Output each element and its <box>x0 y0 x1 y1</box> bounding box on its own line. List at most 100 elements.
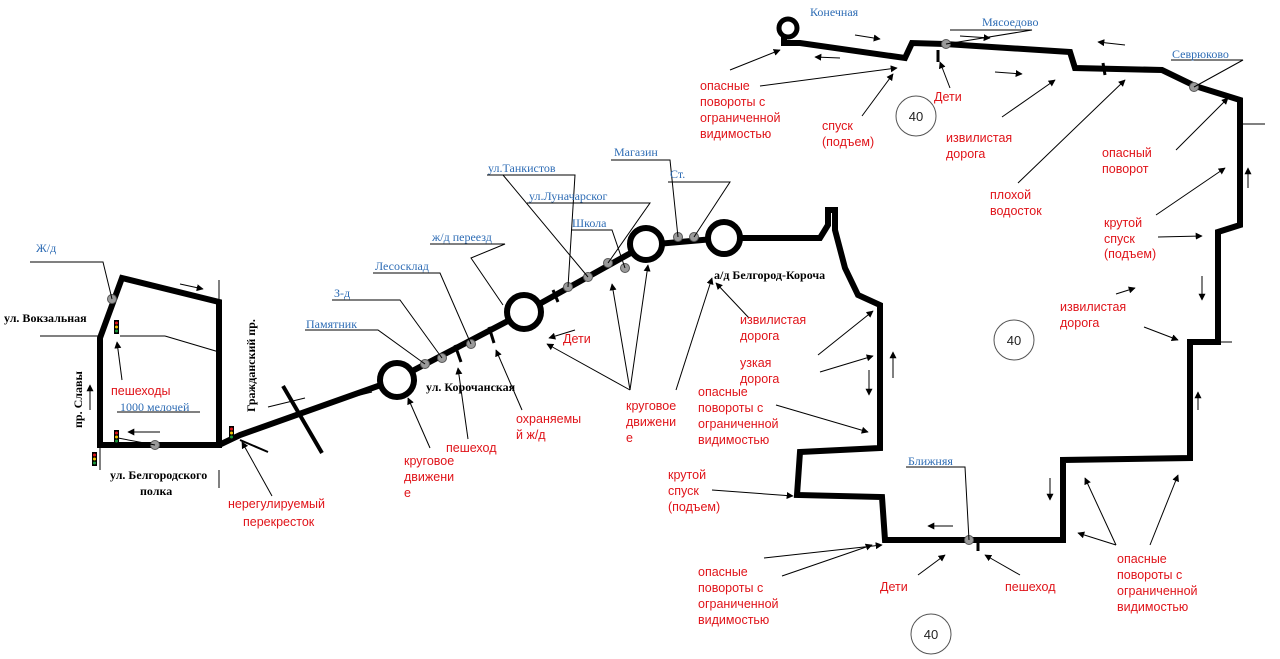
hazard-labels: пешеходы нерегулируемый перекресток круг… <box>111 79 1198 627</box>
stop-label-blizhnyaya: Ближняя <box>908 454 953 468</box>
hazard-dangerous-top-1: опасные <box>700 79 750 93</box>
roundabout-3 <box>627 225 665 263</box>
hazard-dangerous-br-4: видимостью <box>1117 600 1188 614</box>
stop-label-konechnaya: Конечная <box>810 5 859 19</box>
hazard-roundabout2-3: е <box>626 431 633 445</box>
hazard-children1: Дети <box>563 332 591 346</box>
hazard-steep1-1: крутой <box>668 468 706 482</box>
traffic-light-icon <box>114 430 119 444</box>
hazard-winding1-1: извилистая <box>740 313 806 327</box>
hazard-dangerous-bl-4: видимостью <box>698 613 769 627</box>
hazard-descent-top-1: спуск <box>822 119 853 133</box>
hazard-winding-top-1: извилистая <box>946 131 1012 145</box>
hazard-steep-right-1: крутой <box>1104 216 1142 230</box>
roundabout-2 <box>504 292 544 332</box>
traffic-light-icon <box>114 320 119 334</box>
speed-limit-signs: 40 40 40 <box>895 95 1035 655</box>
hazard-steep1-2: спуск <box>668 484 699 498</box>
roundabout-4 <box>705 219 743 257</box>
traffic-lights <box>92 320 234 466</box>
hazard-pointers <box>114 49 1229 577</box>
hazard-dangerous-bl-2: повороты с <box>698 581 763 595</box>
hazard-dangerous-bl-3: ограниченной <box>698 597 779 611</box>
stop-label-monument: Памятник <box>306 317 357 331</box>
hazard-dangerous-top-4: видимостью <box>700 127 771 141</box>
hazard-winding-right-2: дорога <box>1060 316 1099 330</box>
hazard-dangerous-top-2: повороты с <box>700 95 765 109</box>
hazard-dangerous1-2: повороты с <box>698 401 763 415</box>
hazard-dangerous-turn-2: поворот <box>1102 162 1149 176</box>
roundabout-1 <box>377 360 417 400</box>
stop-labels: Ж/д Памятник З-д Лесосклад ж/д переезд у… <box>36 5 1229 468</box>
svg-text:40: 40 <box>1007 333 1021 348</box>
stop-label-sevryukovo: Севрюково <box>1172 47 1229 61</box>
hazard-pedestrian-bottom: пешеход <box>1005 580 1056 594</box>
hazard-pedestrian1: пешеход <box>446 441 497 455</box>
hazard-roundabout1-3: е <box>404 486 411 500</box>
stop-label-myasoedovo: Мясоедово <box>982 15 1039 29</box>
svg-text:40: 40 <box>924 627 938 642</box>
hazard-roundabout2-1: круговое <box>626 399 676 413</box>
stop-label-lunacharskogo: ул.Луначарског <box>529 189 607 203</box>
hazard-dangerous-br-1: опасные <box>1117 552 1167 566</box>
roundabouts <box>377 16 800 400</box>
stop-label-lesosklad: Лесосклад <box>375 259 429 273</box>
stop-leaders <box>30 29 1244 541</box>
hazard-roundabout2-2: движени <box>626 415 676 429</box>
hazard-descent-top-2: (подъем) <box>822 135 874 149</box>
stop-label-st: Ст. <box>670 167 685 181</box>
stop-label-zd: З-д <box>334 286 350 300</box>
hazard-roundabout1-2: движени <box>404 470 454 484</box>
traffic-light-icon <box>92 452 97 466</box>
stop-label-tankistov: ул.Танкистов <box>488 161 556 175</box>
stop-dots <box>107 39 1199 545</box>
hazard-dangerous-turn-1: опасный <box>1102 146 1152 160</box>
rail-crossings <box>239 50 1107 551</box>
hazard-dangerous1-3: ограниченной <box>698 417 779 431</box>
direction-arrows <box>86 34 1252 530</box>
hazard-roundabout1-1: круговое <box>404 454 454 468</box>
street-slavy: пр. Славы <box>71 371 85 428</box>
street-korochanskaya: ул. Корочанская <box>426 380 516 394</box>
street-vokzalnaya: ул. Вокзальная <box>4 311 87 325</box>
highway-road <box>725 22 1243 543</box>
hazard-drainage-2: водосток <box>990 204 1042 218</box>
stop-label-crossing: ж/д переезд <box>431 230 492 244</box>
svg-text:40: 40 <box>909 109 923 124</box>
hazard-dangerous-br-2: повороты с <box>1117 568 1182 582</box>
hazard-unregulated-1: нерегулируемый <box>228 497 325 511</box>
hazard-children-top: Дети <box>934 90 962 104</box>
hazard-guarded-1: охраняемы <box>516 412 581 426</box>
street-labels: ул. Вокзальная пр. Славы Гражданский пр.… <box>4 268 825 498</box>
stop-label-shop: Магазин <box>614 145 658 159</box>
traffic-light-icon <box>229 426 234 440</box>
hazard-dangerous1-4: видимостью <box>698 433 769 447</box>
hazard-unregulated-2: перекресток <box>243 515 315 529</box>
hazard-winding1-2: дорога <box>740 329 779 343</box>
street-belgorodskogo-2: полка <box>140 484 172 498</box>
street-highway: а/д Белгород-Короча <box>714 268 825 282</box>
hazard-steep-right-2: спуск <box>1104 232 1135 246</box>
city-loop-road <box>97 274 222 448</box>
roads <box>40 22 1265 543</box>
hazard-steep-right-3: (подъем) <box>1104 247 1156 261</box>
hazard-narrow-2: дорога <box>740 372 779 386</box>
street-belgorodskogo-1: ул. Белгородского <box>110 468 207 482</box>
hazard-pedestrians: пешеходы <box>111 384 171 398</box>
speed-limit-sign: 40 <box>993 319 1035 361</box>
hazard-winding-right-1: извилистая <box>1060 300 1126 314</box>
hazard-dangerous1-1: опасные <box>698 385 748 399</box>
hazard-guarded-2: й ж/д <box>516 428 546 442</box>
street-grazhdansky: Гражданский пр. <box>244 319 258 412</box>
stop-label-meloch: 1000 мелочей <box>120 400 190 414</box>
terminal-circle <box>776 16 800 40</box>
hazard-narrow-1: узкая <box>740 356 771 370</box>
hazard-dangerous-top-3: ограниченной <box>700 111 781 125</box>
hazard-winding-top-2: дорога <box>946 147 985 161</box>
speed-limit-sign: 40 <box>910 613 952 655</box>
hazard-steep1-3: (подъем) <box>668 500 720 514</box>
hazard-children-bottom: Дети <box>880 580 908 594</box>
hazard-dangerous-bl-1: опасные <box>698 565 748 579</box>
stop-label-zhd: Ж/д <box>36 241 56 255</box>
